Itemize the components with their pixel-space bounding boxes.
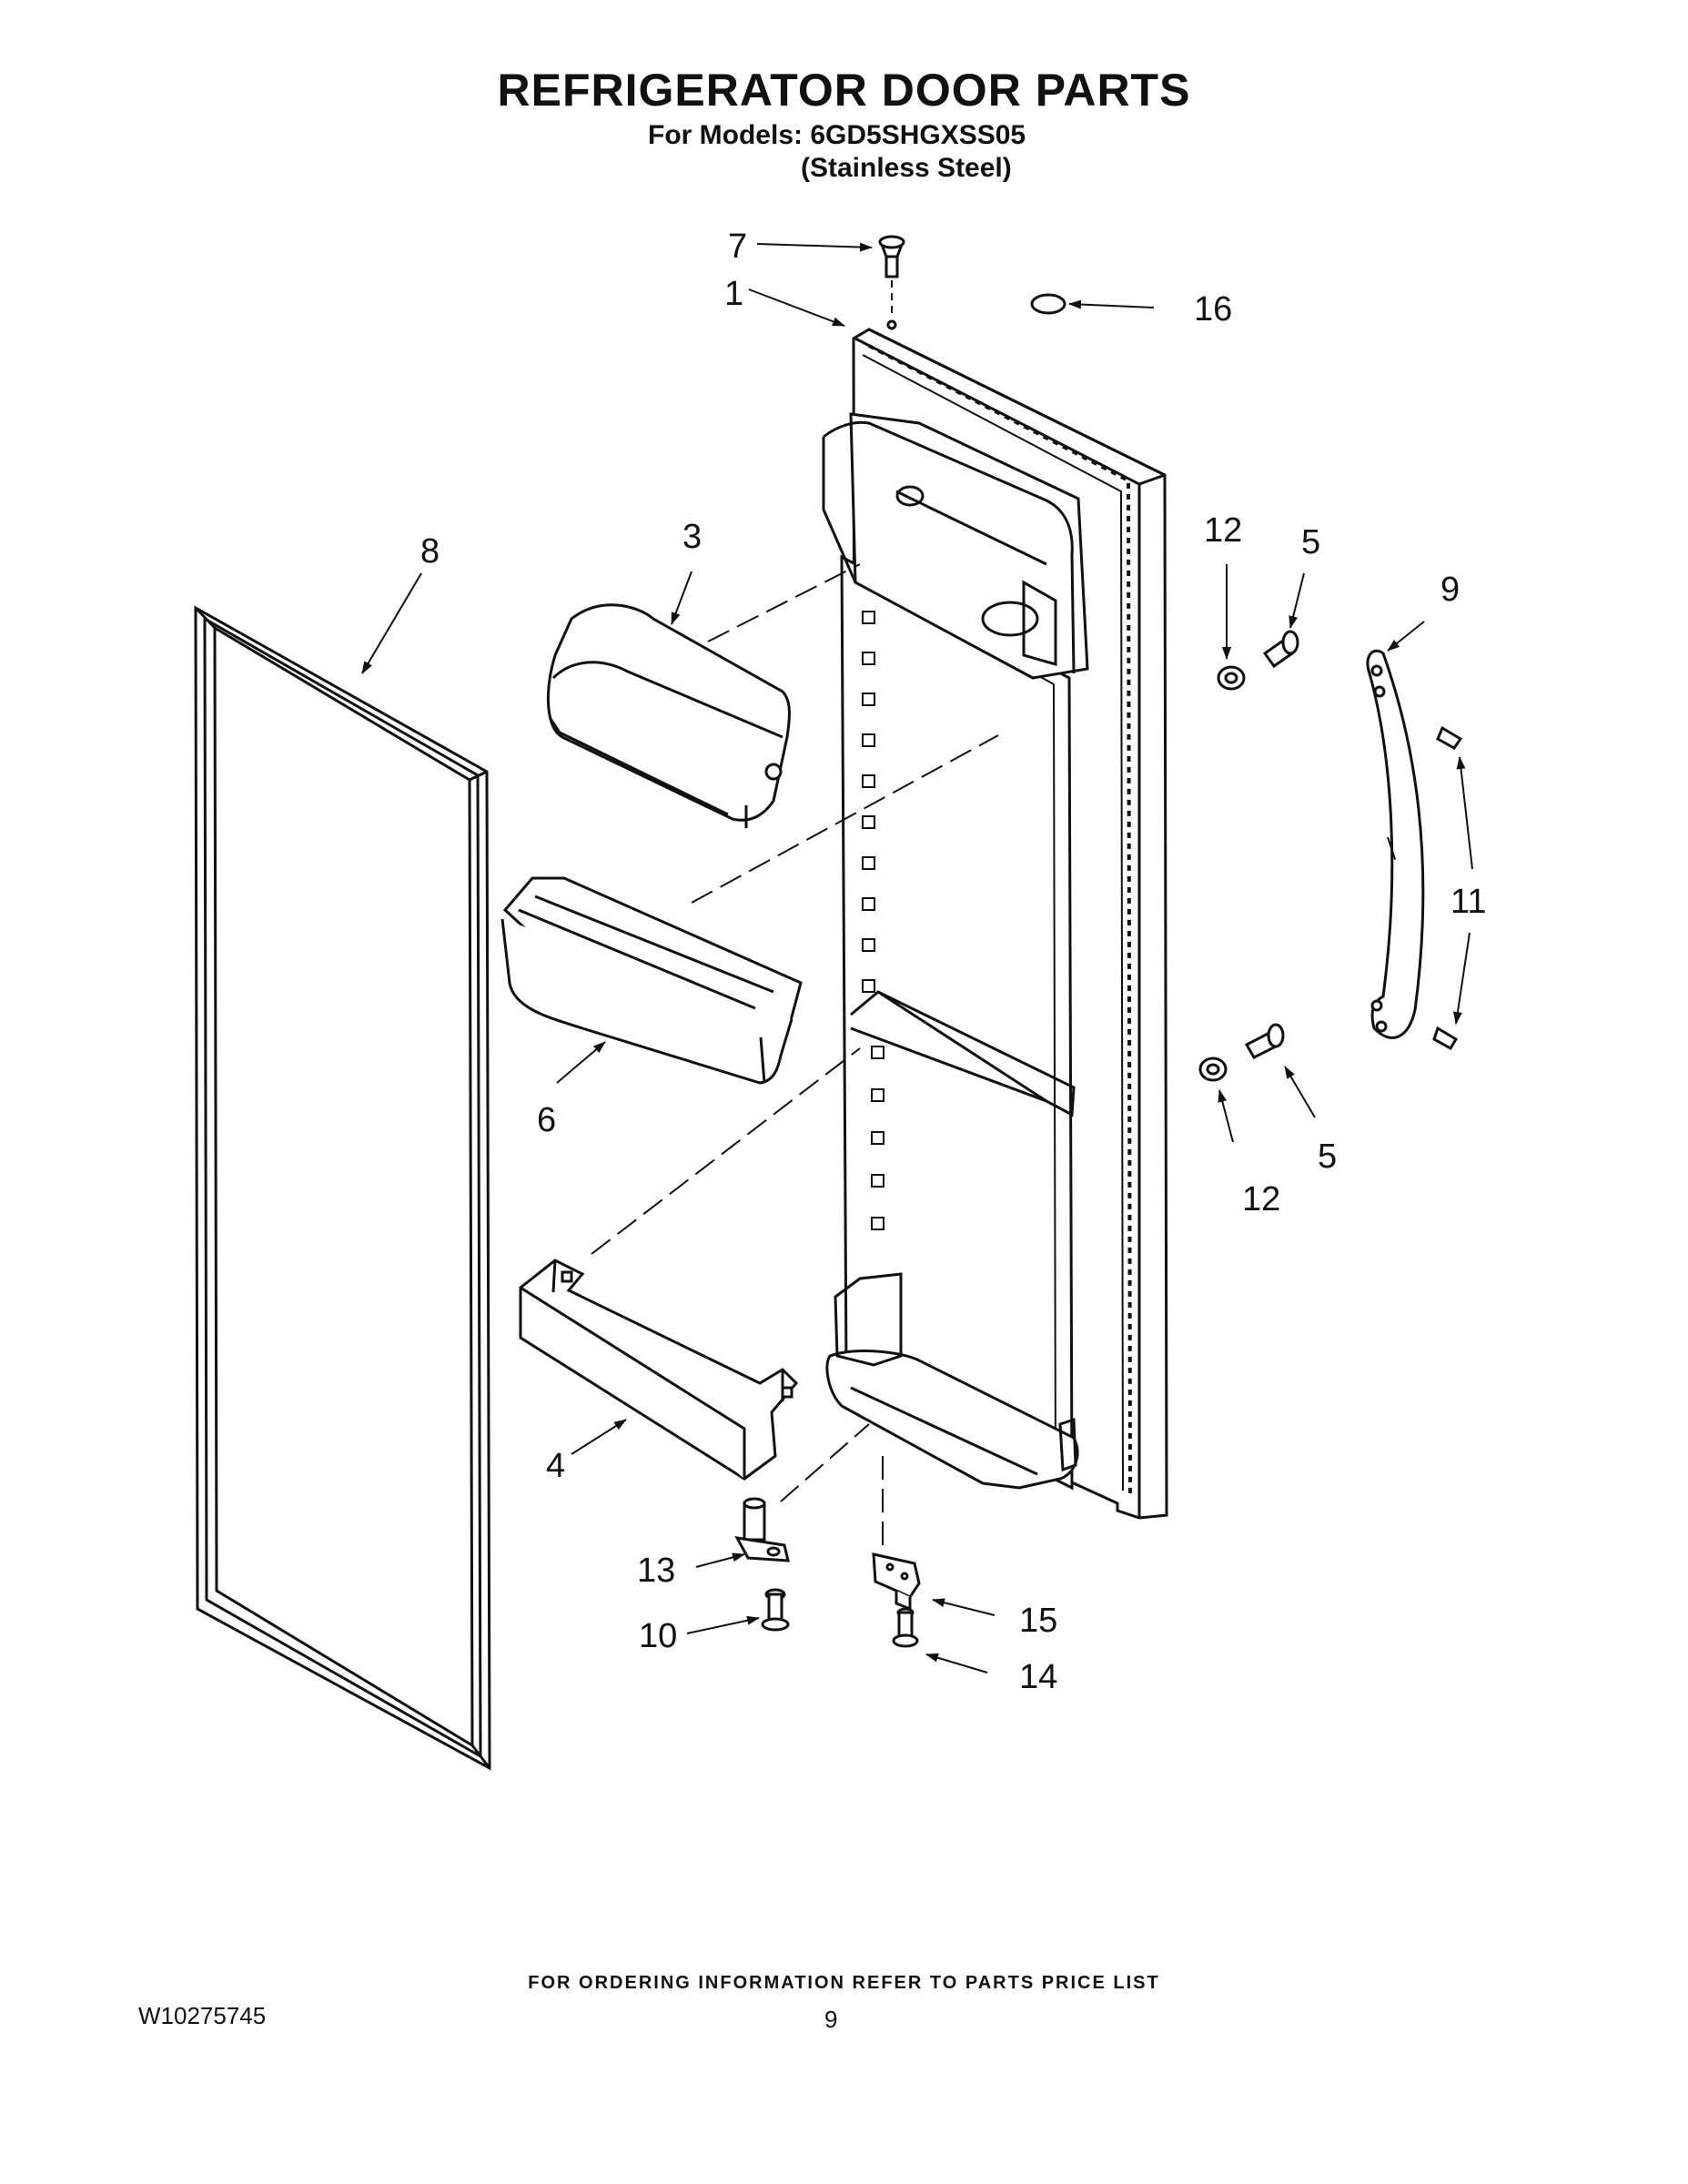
door-handle [1366, 649, 1425, 1039]
dairy-cover [547, 603, 791, 828]
page-title: REFRIGERATOR DOOR PARTS [497, 65, 1191, 116]
callout-12-upper: 12 [1204, 511, 1242, 550]
models-line: For Models: 6GD5SHGXSS05 [648, 120, 1026, 150]
door-bin [500, 876, 803, 1085]
callout-12-lower: 12 [1242, 1180, 1280, 1218]
callout-5-lower: 5 [1318, 1138, 1337, 1176]
callout-10: 10 [639, 1617, 677, 1655]
callout-6: 6 [537, 1101, 556, 1139]
bracket-part [872, 1552, 921, 1612]
callout-5-upper: 5 [1301, 523, 1320, 561]
leader-arrows [361, 242, 1473, 1673]
callout-9: 9 [1440, 571, 1460, 609]
callout-1: 1 [724, 275, 743, 313]
callout-11: 11 [1450, 883, 1486, 921]
door-liner [822, 328, 1168, 1520]
callout-14: 14 [1019, 1658, 1057, 1696]
assembly-lines [591, 563, 1398, 1552]
screw-handle-upper [1262, 630, 1299, 669]
ordering-note: FOR ORDERING INFORMATION REFER TO PARTS … [528, 1973, 1160, 1993]
screw-bracket [892, 1607, 919, 1648]
callout-4: 4 [546, 1447, 565, 1485]
handle-stud-lower [1432, 1026, 1459, 1051]
door-shelf-rail [519, 1259, 799, 1481]
callout-7: 7 [728, 228, 747, 266]
document-number: W10275745 [138, 2002, 267, 2029]
plug-part [1030, 293, 1066, 315]
finish-line: (Stainless Steel) [801, 153, 1012, 183]
screw-hinge [761, 1588, 790, 1632]
callout-3: 3 [682, 518, 702, 556]
handle-stud-upper [1436, 725, 1463, 750]
callout-15: 15 [1019, 1602, 1057, 1640]
screw-handle-lower [1244, 1023, 1285, 1059]
spacer-lower [1198, 1057, 1228, 1082]
callout-16: 16 [1194, 290, 1232, 329]
hinge-pin-top [878, 235, 905, 330]
door-gasket [194, 605, 491, 1771]
callout-8: 8 [420, 532, 440, 571]
hinge-pin-bottom [734, 1497, 790, 1562]
callout-13: 13 [637, 1552, 675, 1590]
spacer-upper [1217, 665, 1246, 691]
page-number: 9 [824, 2006, 838, 2033]
